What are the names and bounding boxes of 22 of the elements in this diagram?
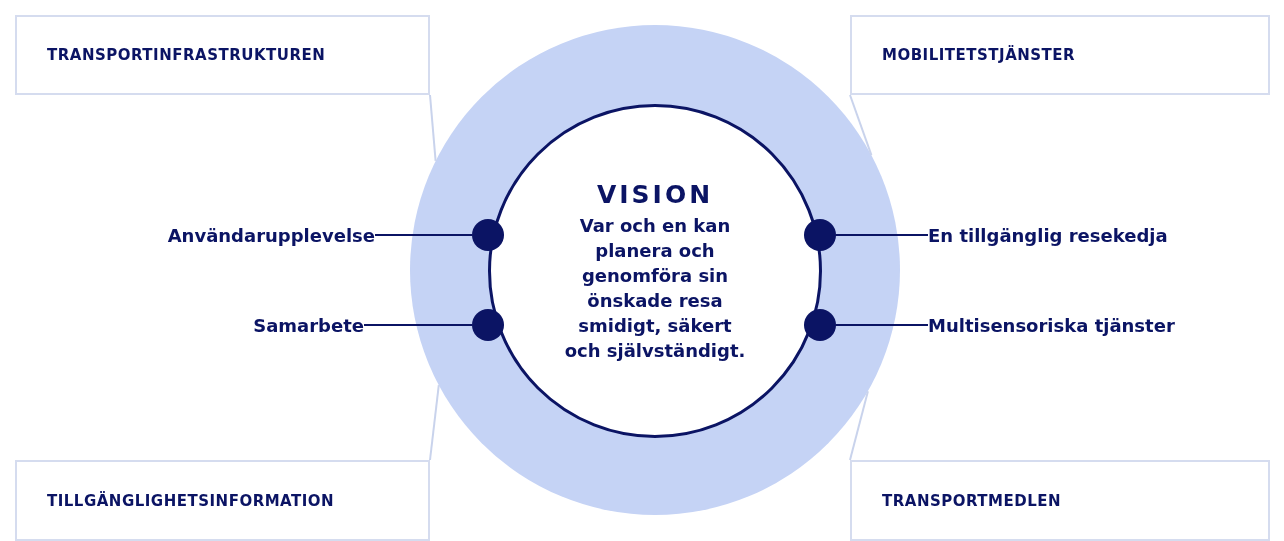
label-text: Samarbete — [253, 312, 364, 340]
leader-line — [363, 324, 473, 327]
connector-dot — [472, 219, 504, 251]
connector-dot — [472, 309, 504, 341]
connector-dot — [804, 219, 836, 251]
label-text: Användarupplevelse — [167, 222, 375, 250]
category-box: TRANSPORTINFRASTRUKTUREN — [15, 15, 430, 95]
connector-line — [429, 94, 437, 162]
category-box: TILLGÄNGLIGHETSINFORMATION — [15, 460, 430, 541]
connector-line — [849, 390, 869, 461]
label-text: Multisensoriska tjänster — [928, 312, 1238, 340]
connector-line — [429, 384, 440, 461]
vision-heading: VISION — [596, 179, 714, 209]
category-box: TRANSPORTMEDLEN — [850, 460, 1270, 541]
leader-line — [835, 234, 929, 237]
leader-line — [374, 234, 473, 237]
connector-line — [849, 94, 873, 157]
label-text: En tillgänglig resekedja — [928, 222, 1228, 250]
leader-line — [835, 324, 929, 327]
connector-dot — [804, 309, 836, 341]
vision-statement: Var och en kan planera och genomföra sin önskade resa smidigt, säkert och självständigt. — [563, 213, 747, 363]
category-box: MOBILITETSTJÄNSTER — [850, 15, 1270, 95]
